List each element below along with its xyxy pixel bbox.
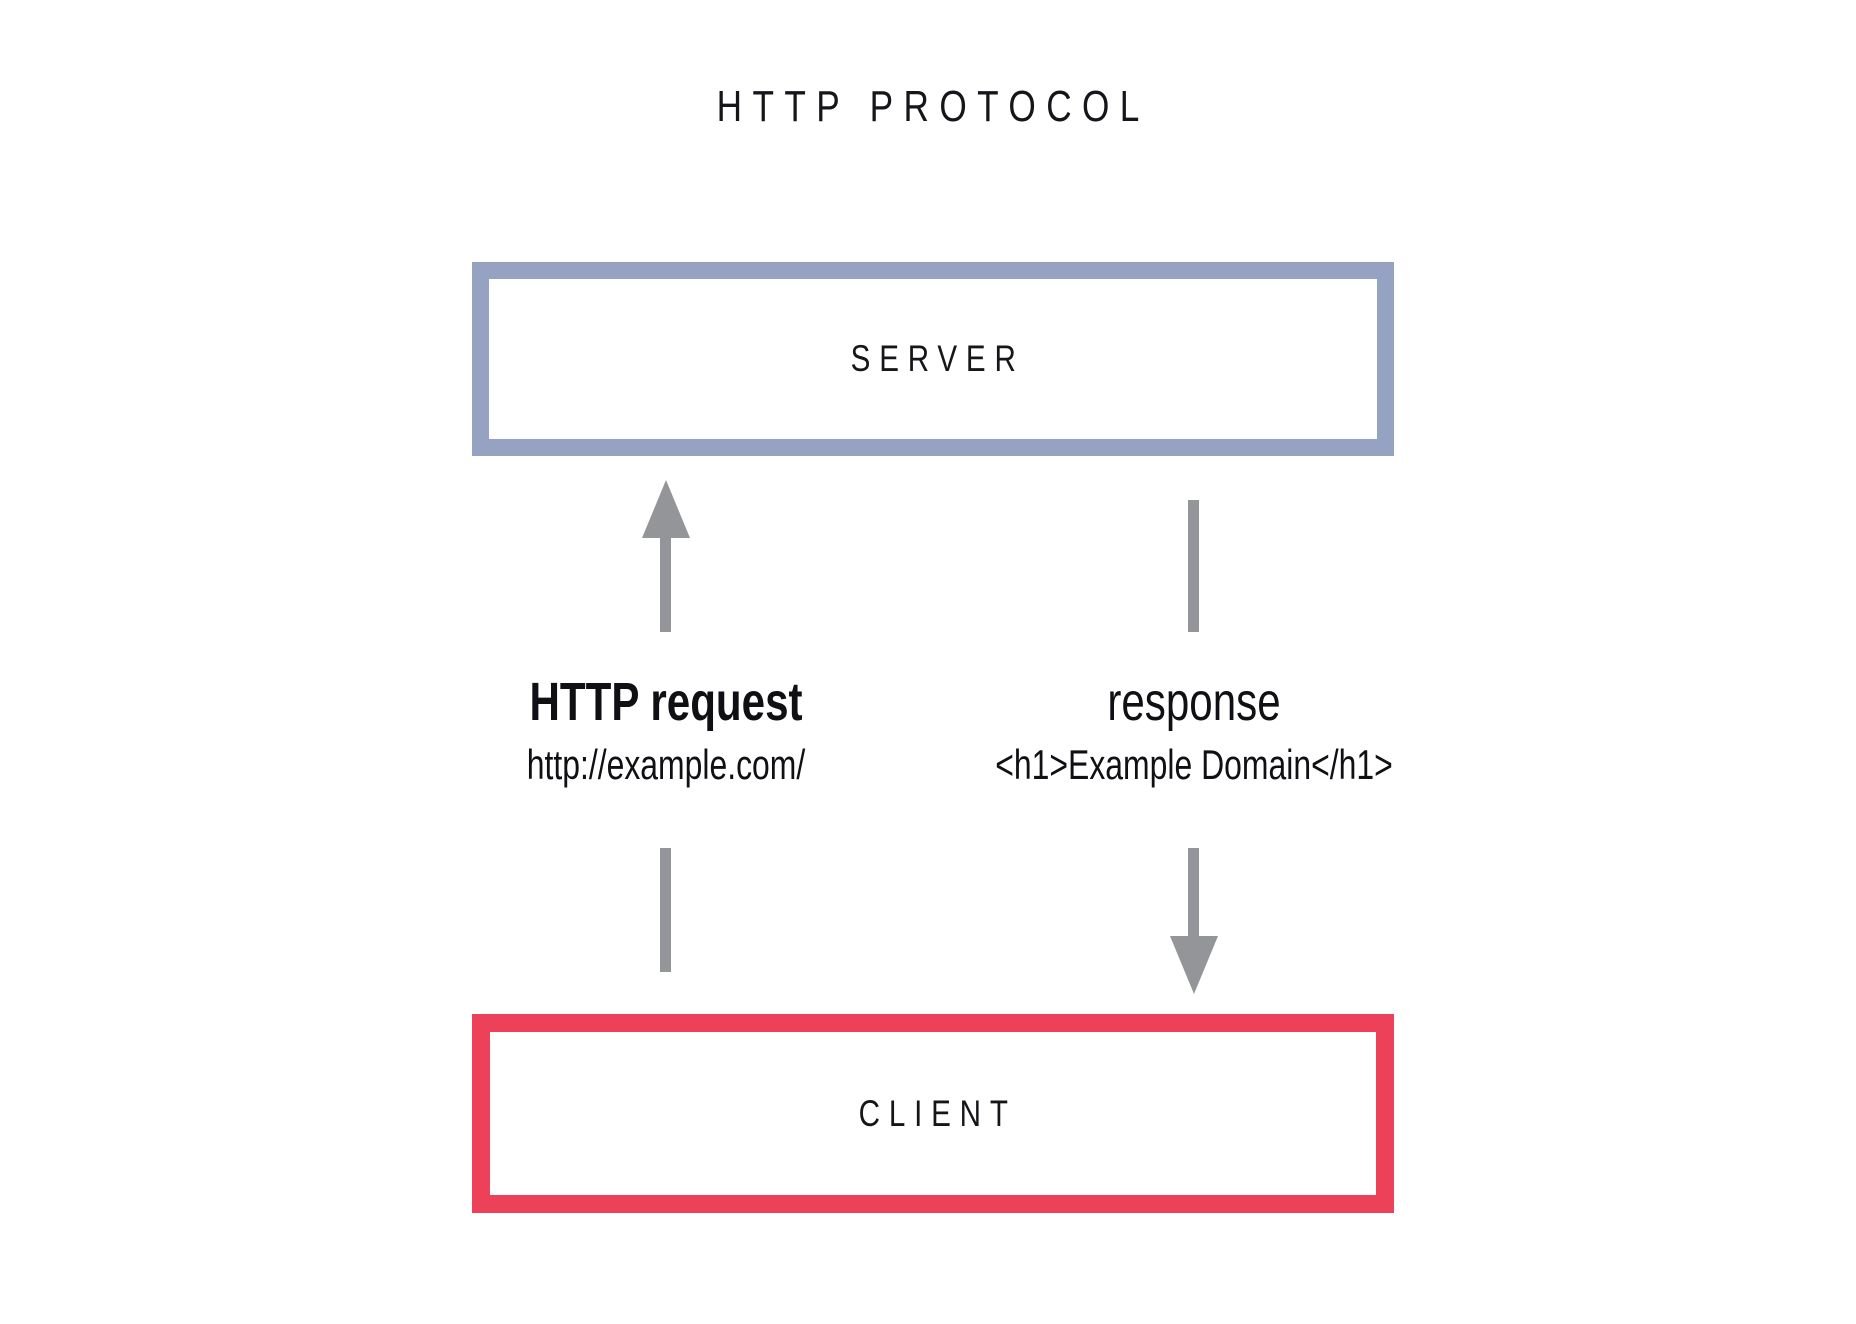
page-title: HTTP PROTOCOL — [716, 82, 1150, 131]
response-arrow-stem-upper — [1188, 500, 1199, 632]
request-arrowhead-up — [642, 480, 690, 538]
node-client-label: CLIENT — [858, 1092, 1017, 1134]
node-client: CLIENT — [472, 1014, 1394, 1213]
edge-response-title: response — [1107, 672, 1281, 732]
edge-label-response: response <h1>Example Domain</h1> — [904, 672, 1484, 790]
edge-request-title: HTTP request — [529, 672, 803, 732]
response-arrowhead-down — [1170, 936, 1218, 994]
edge-request-subtitle: http://example.com/ — [526, 741, 806, 788]
request-arrow-stem-upper — [660, 500, 671, 632]
edge-response-subtitle: <h1>Example Domain</h1> — [995, 741, 1393, 788]
request-arrow-stem-lower — [660, 848, 671, 972]
node-server: SERVER — [472, 262, 1394, 456]
response-arrow-stem-lower — [1188, 848, 1199, 968]
node-server-label: SERVER — [850, 338, 1025, 379]
edge-label-request: HTTP request http://example.com/ — [376, 672, 956, 790]
